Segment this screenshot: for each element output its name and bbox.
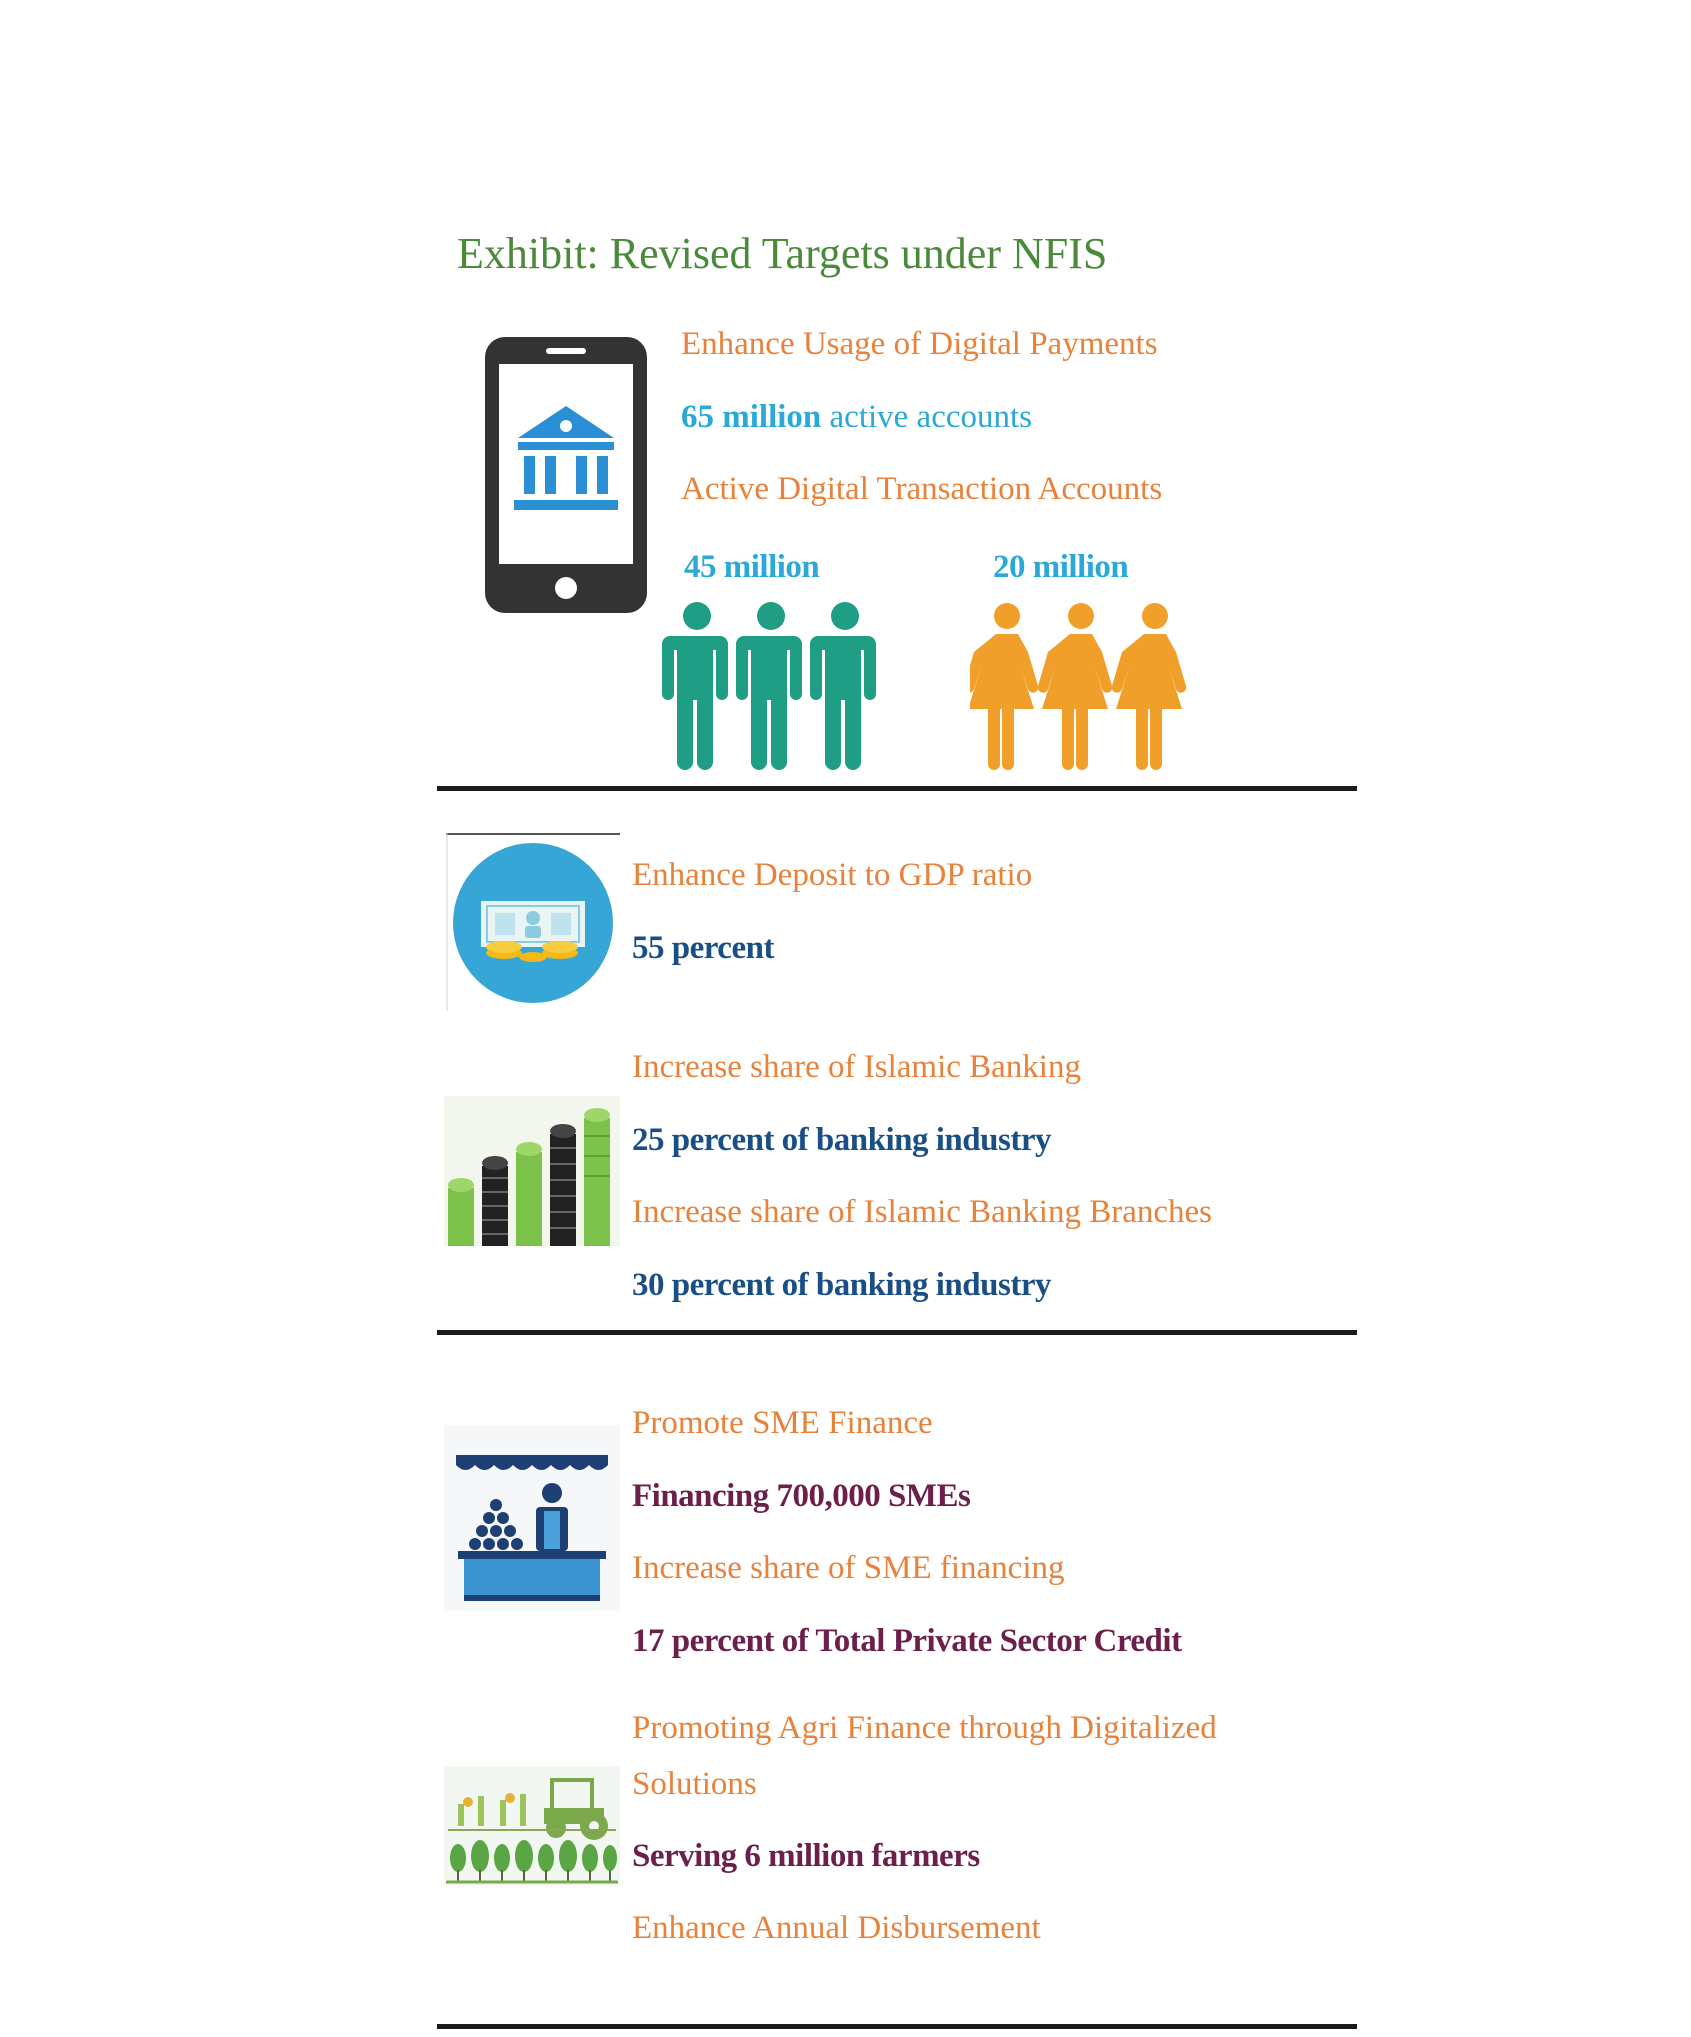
exhibit-title: Exhibit: Revised Targets under NFIS (457, 229, 1108, 278)
man-icon (810, 602, 876, 770)
section-divider (437, 2024, 1357, 2029)
woman-icon (1037, 603, 1113, 770)
active-accounts-line: 65 million active accounts (681, 399, 1032, 436)
sme-heading: Promote SME Finance (632, 1405, 933, 1441)
sme-share-value: 17 percent of Total Private Sector Credi… (632, 1623, 1182, 1659)
women-accounts-value: 20 million (993, 549, 1129, 585)
sme-shop-icon (444, 1425, 620, 1611)
mobile-bank-icon (482, 334, 650, 616)
woman-icon (1111, 603, 1187, 770)
men-icon-group (660, 600, 882, 770)
man-icon (736, 602, 802, 770)
man-icon (662, 602, 728, 770)
agri-farm-icon (444, 1766, 620, 1886)
section-divider (437, 786, 1357, 791)
sme-share-heading: Increase share of SME financing (632, 1550, 1065, 1586)
agri-value: Serving 6 million farmers (632, 1838, 980, 1874)
men-accounts-value: 45 million (684, 549, 820, 585)
islamic-banking-heading: Increase share of Islamic Banking (632, 1049, 1081, 1085)
digital-payments-heading: Enhance Usage of Digital Payments (681, 326, 1158, 362)
growth-bars-icon (444, 1096, 620, 1246)
islamic-branches-value: 30 percent of banking industry (632, 1267, 1051, 1303)
woman-icon (970, 603, 1039, 770)
women-icon-group (970, 600, 1192, 770)
agri-disbursement-heading: Enhance Annual Disbursement (632, 1910, 1041, 1946)
deposit-money-icon (446, 833, 620, 1011)
agri-heading-line1: Promoting Agri Finance through Digitaliz… (632, 1710, 1217, 1746)
sme-value: Financing 700,000 SMEs (632, 1478, 971, 1514)
section-divider (437, 1330, 1357, 1335)
deposit-value: 55 percent (632, 930, 774, 966)
active-accounts-value: 65 million (681, 399, 822, 435)
active-accounts-label: active accounts (821, 399, 1033, 435)
agri-heading-line2: Solutions (632, 1766, 757, 1802)
transaction-accounts-heading: Active Digital Transaction Accounts (681, 471, 1163, 507)
islamic-banking-value: 25 percent of banking industry (632, 1122, 1051, 1158)
deposit-heading: Enhance Deposit to GDP ratio (632, 857, 1033, 893)
islamic-branches-heading: Increase share of Islamic Banking Branch… (632, 1194, 1213, 1230)
